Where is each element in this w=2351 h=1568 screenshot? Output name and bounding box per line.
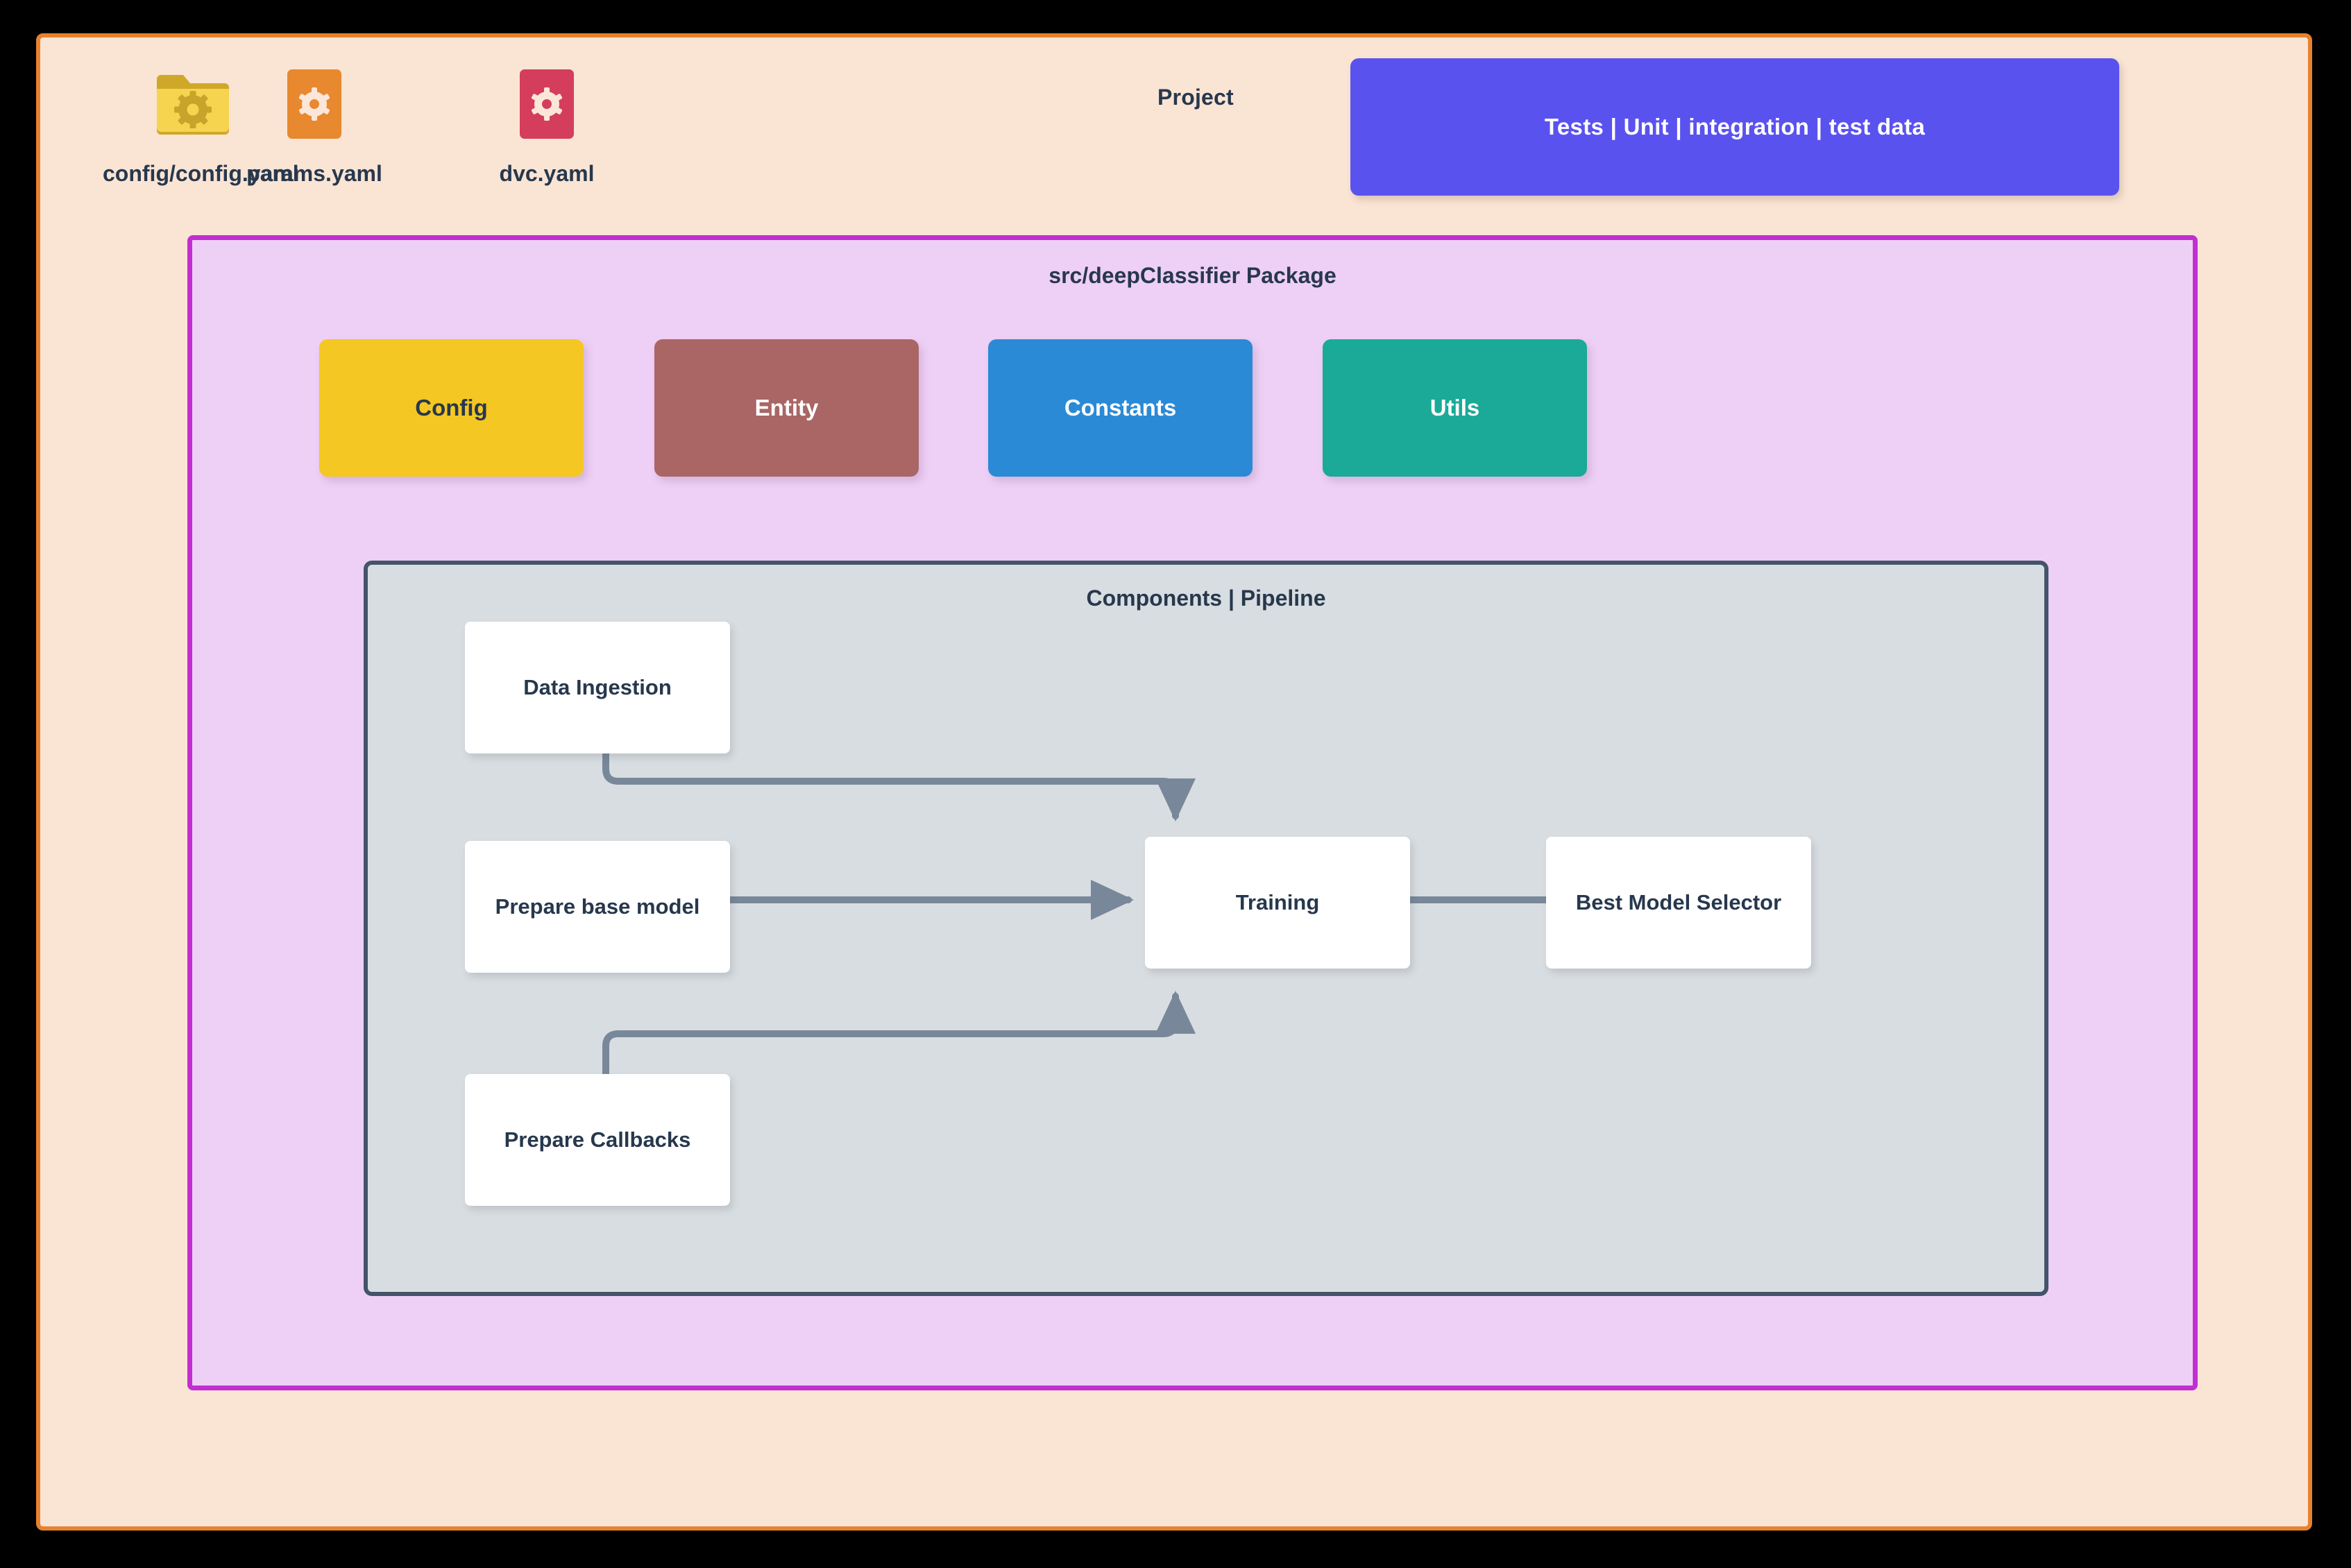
node-data-ingestion[interactable]: Data Ingestion	[465, 622, 730, 753]
node-label: Training	[1235, 890, 1320, 914]
module-label: Utils	[1429, 395, 1480, 420]
page-title: Project	[1157, 85, 1234, 110]
module-card-entity[interactable]: Entity	[654, 339, 919, 477]
folder-gear-icon	[103, 58, 283, 150]
module-card-utils[interactable]: Utils	[1323, 339, 1587, 477]
node-training[interactable]: Training	[1145, 837, 1410, 969]
tests-label: Tests | Unit | integration | test data	[1544, 114, 1926, 139]
tests-box[interactable]: Tests | Unit | integration | test data	[1350, 58, 2119, 196]
node-label: Prepare base model	[495, 894, 700, 919]
file-gear-icon-svg	[287, 69, 341, 139]
node-prepare-callbacks[interactable]: Prepare Callbacks	[465, 1074, 730, 1206]
module-card-config[interactable]: Config	[319, 339, 584, 477]
file-label: config/config.yaml	[103, 161, 299, 186]
components-title: Components | Pipeline	[1086, 586, 1326, 611]
file-node-dvc[interactable]: dvc.yaml	[457, 58, 637, 187]
folder-gear-icon-svg	[157, 75, 229, 135]
module-label: Entity	[754, 395, 819, 420]
node-label: Best Model Selector	[1575, 890, 1782, 914]
node-label: Prepare Callbacks	[504, 1127, 691, 1152]
file-gear-icon	[224, 58, 405, 150]
node-best-model-selector[interactable]: Best Model Selector	[1546, 837, 1811, 969]
diagram-canvas: Project config/config	[36, 33, 2312, 1531]
package-container: src/deepClassifier Package Config Entity…	[187, 235, 2198, 1390]
package-title: src/deepClassifier Package	[1049, 263, 1336, 288]
node-prepare-base-model[interactable]: Prepare base model	[465, 841, 730, 973]
module-card-constants[interactable]: Constants	[988, 339, 1253, 477]
module-label: Constants	[1064, 395, 1177, 420]
node-label: Data Ingestion	[523, 675, 672, 699]
file-label: dvc.yaml	[499, 161, 595, 186]
file-gear-icon-svg	[520, 69, 574, 139]
module-label: Config	[415, 395, 488, 420]
file-gear-icon	[457, 58, 637, 150]
file-label: params.yaml	[246, 161, 382, 186]
file-node-config[interactable]: config/config.yaml	[103, 58, 299, 187]
file-node-params[interactable]: params.yaml	[224, 58, 405, 187]
components-container: Components | Pipeline Data Ingestion	[364, 561, 2048, 1296]
